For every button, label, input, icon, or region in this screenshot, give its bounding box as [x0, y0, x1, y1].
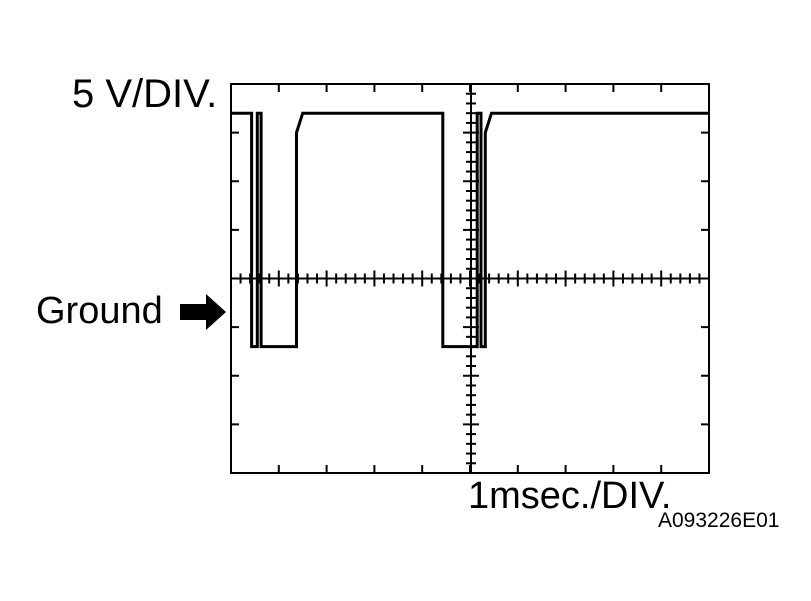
figure-id-label: A093226E01	[658, 509, 780, 532]
volts-per-division-label: 5 V/DIV.	[72, 72, 218, 116]
signal-waveform	[231, 111, 709, 349]
scope-graticule	[230, 83, 710, 474]
time-per-division-label: 1msec./DIV.	[468, 475, 672, 517]
ground-label: Ground	[36, 290, 163, 332]
right-arrow-icon	[180, 294, 226, 330]
